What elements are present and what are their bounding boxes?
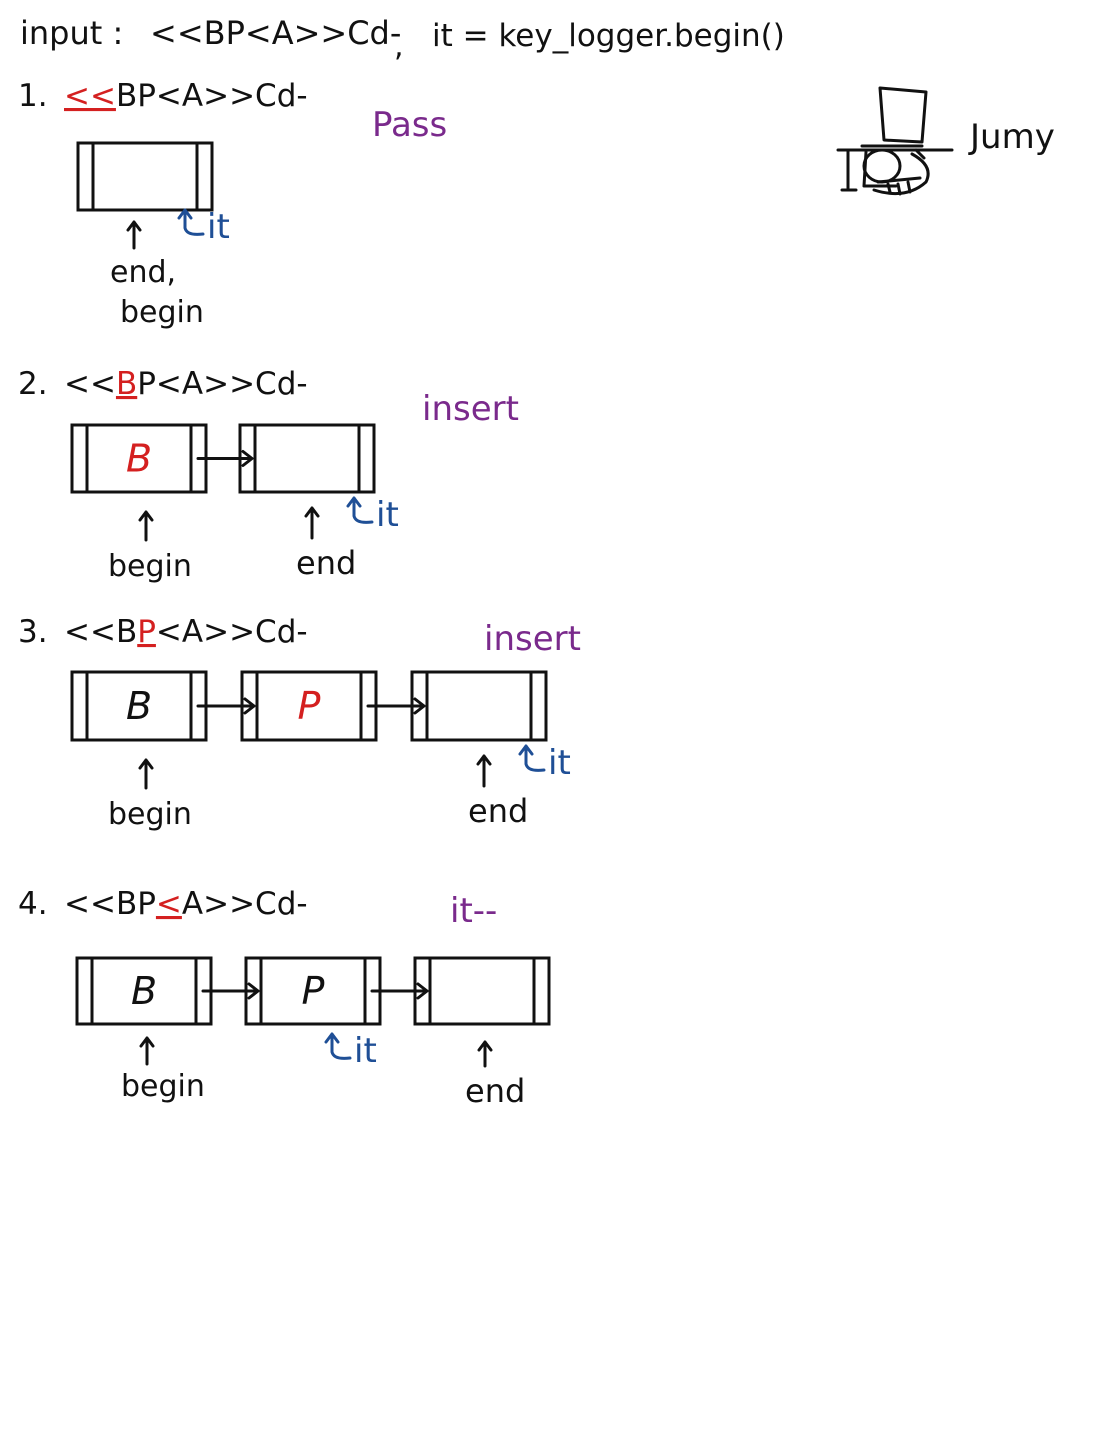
string-prefix: << xyxy=(64,366,116,402)
iterator-label: it xyxy=(548,743,571,783)
iterator-arrow-icon xyxy=(177,208,205,236)
list-node: B xyxy=(75,956,213,1026)
node-box xyxy=(410,670,548,742)
step-number: 2. xyxy=(18,366,48,402)
begin-label: begin xyxy=(108,549,192,584)
init-code: it = key_logger.begin() xyxy=(432,18,785,54)
string-highlight: < xyxy=(156,886,182,922)
iterator-arrow-icon xyxy=(346,496,374,524)
list-node: P xyxy=(244,956,382,1026)
node-value: B xyxy=(126,437,152,481)
iterator-arrow-icon xyxy=(518,744,546,772)
string-highlight: P xyxy=(137,614,156,650)
end-begin-arrow-icon xyxy=(126,220,142,250)
step-1: 1. <<BP<A>>Cd- Pass end, begin it xyxy=(18,78,447,330)
signature-text: Jumy xyxy=(968,117,1055,157)
next-pointer-arrow xyxy=(370,982,429,1000)
begin-label: begin xyxy=(120,295,204,330)
node-box xyxy=(413,956,551,1026)
list-node: B xyxy=(70,670,208,742)
signature-doodle: Jumy xyxy=(836,86,1055,196)
iterator-label: it xyxy=(376,495,399,535)
iterator-marker: it xyxy=(324,1031,377,1071)
top-hat-doodle-icon xyxy=(836,86,954,196)
operation-label: it-- xyxy=(450,891,497,931)
iterator-label: it xyxy=(354,1031,377,1071)
end-arrow-icon xyxy=(304,506,320,540)
end-label: end xyxy=(296,544,356,582)
list-node xyxy=(76,141,214,212)
string-prefix: <<B xyxy=(64,614,137,650)
next-pointer-arrow xyxy=(196,450,254,467)
end-arrow-icon xyxy=(476,754,492,788)
header: input : <<BP<A>>Cd- , it = key_logger.be… xyxy=(20,14,785,64)
list-node: P xyxy=(240,670,378,742)
end-label: end, xyxy=(110,255,176,290)
end-label: end xyxy=(465,1072,525,1110)
string-suffix: P<A>>Cd- xyxy=(137,366,307,402)
step-input-string: <<BP<A>>Cd- xyxy=(64,614,308,650)
list-node: B xyxy=(70,423,208,494)
operation-label: insert xyxy=(422,389,519,429)
next-pointer-arrow xyxy=(196,697,256,715)
next-pointer-arrow xyxy=(201,982,260,1000)
iterator-marker: it xyxy=(518,743,571,783)
node-value: B xyxy=(131,969,157,1013)
operation-label: insert xyxy=(484,619,581,659)
step-input-string: <<BP<A>>Cd- xyxy=(64,78,308,114)
node-value: P xyxy=(298,684,321,728)
begin-label: begin xyxy=(121,1069,205,1104)
list-node xyxy=(413,956,551,1026)
begin-label: begin xyxy=(108,797,192,832)
step-input-string: <<BP<A>>Cd- xyxy=(64,366,308,402)
step-input-string: <<BP<A>>Cd- xyxy=(64,886,308,922)
string-suffix: A>>Cd- xyxy=(182,886,308,922)
step-number: 4. xyxy=(18,886,48,922)
string-highlight: B xyxy=(116,366,137,402)
string-highlight: << xyxy=(64,78,116,114)
next-pointer-arrow xyxy=(366,697,426,715)
step-number: 1. xyxy=(18,78,48,114)
iterator-label: it xyxy=(207,207,230,247)
input-label: input : xyxy=(20,14,123,52)
string-suffix: <A>>Cd- xyxy=(156,614,308,650)
end-label: end xyxy=(468,792,528,830)
node-box xyxy=(76,141,214,212)
iterator-marker: it xyxy=(177,207,230,247)
operation-label: Pass xyxy=(372,105,447,145)
begin-arrow-icon xyxy=(139,1036,155,1066)
begin-arrow-icon xyxy=(138,758,154,790)
list-node xyxy=(238,423,376,494)
begin-arrow-icon xyxy=(138,510,154,542)
node-box xyxy=(238,423,376,494)
iterator-arrow-icon xyxy=(324,1032,352,1060)
step-number: 3. xyxy=(18,614,48,650)
node-value: P xyxy=(302,969,325,1013)
steps-container: 1.<<BP<A>>Cd-Passend,beginit2.<<BP<A>>Cd… xyxy=(18,78,581,1110)
string-suffix: BP<A>>Cd- xyxy=(116,78,308,114)
string-prefix: <<BP xyxy=(64,886,156,922)
list-node xyxy=(410,670,548,742)
header-separator: , xyxy=(394,29,404,64)
end-arrow-icon xyxy=(477,1040,493,1068)
node-value: B xyxy=(126,684,152,728)
iterator-marker: it xyxy=(346,495,399,535)
input-string: <<BP<A>>Cd- xyxy=(150,14,401,52)
